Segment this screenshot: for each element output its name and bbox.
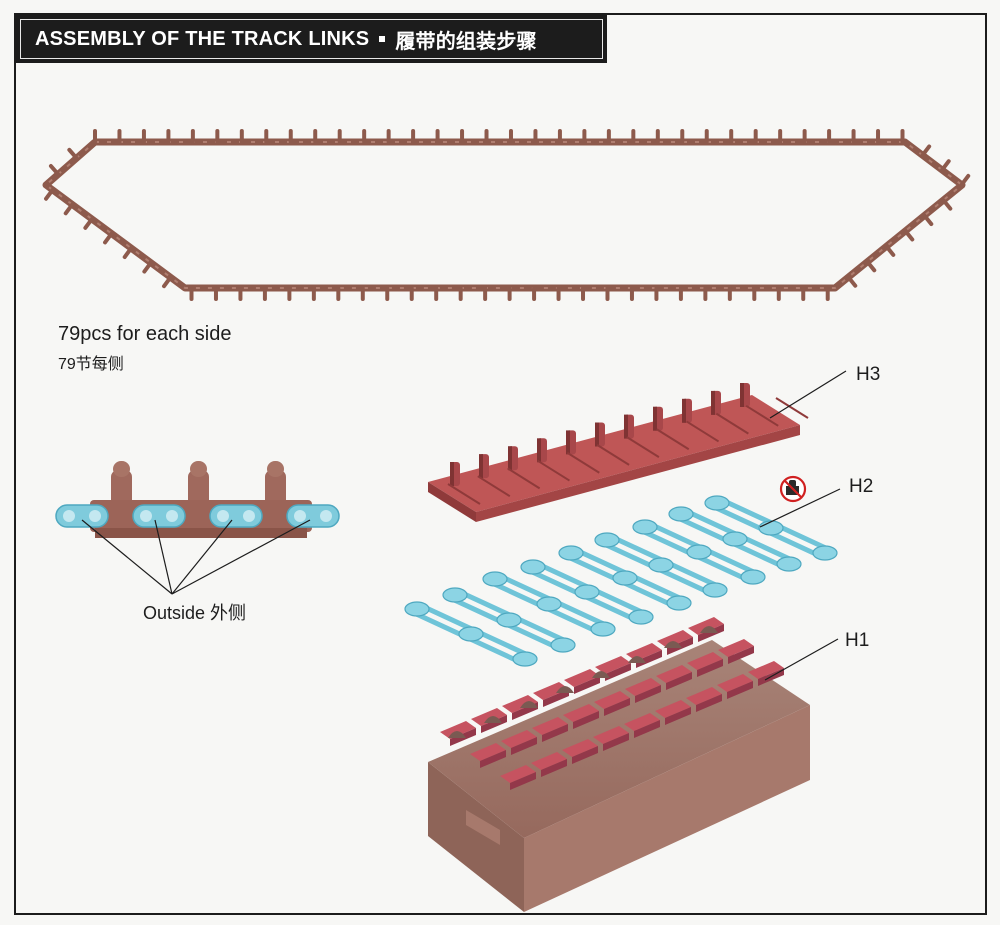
title-bar: ASSEMBLY OF THE TRACK LINKS 履带的组装步骤 bbox=[16, 15, 607, 63]
part-h3-link-strip bbox=[428, 383, 809, 522]
link-side-view bbox=[55, 461, 340, 595]
h1-leader-line bbox=[764, 638, 839, 681]
link-pad-strip bbox=[95, 528, 307, 538]
guide-horn-3 bbox=[265, 461, 286, 508]
no-glue-icon bbox=[779, 475, 807, 503]
track-pin-6 bbox=[594, 532, 728, 598]
part-label-h3: H3 bbox=[856, 364, 881, 385]
part-label-h2: H2 bbox=[849, 476, 874, 497]
page-frame bbox=[14, 13, 987, 915]
h1-guide-slots bbox=[448, 626, 718, 738]
title-box: ASSEMBLY OF THE TRACK LINKS 履带的组装步骤 bbox=[20, 19, 603, 59]
link-pin-2 bbox=[132, 504, 186, 528]
title-english: ASSEMBLY OF THE TRACK LINKS bbox=[35, 27, 370, 50]
title-separator-icon bbox=[379, 36, 386, 42]
track-pin-5 bbox=[558, 545, 692, 611]
track-pin-4 bbox=[520, 559, 654, 625]
h2-leader-line bbox=[759, 488, 841, 528]
link-pin-1 bbox=[55, 504, 109, 528]
track-pin-1 bbox=[404, 601, 538, 667]
title-chinese: 履带的组装步骤 bbox=[395, 30, 537, 53]
track-pin-3 bbox=[482, 571, 616, 637]
link-pin-3 bbox=[209, 504, 263, 528]
track-pin-8 bbox=[668, 506, 802, 572]
h3-leader-line bbox=[769, 370, 847, 419]
track-loop bbox=[42, 129, 971, 301]
h3-pad-grooves bbox=[447, 397, 809, 505]
guide-horn-2 bbox=[188, 461, 209, 508]
track-pin-2 bbox=[442, 587, 576, 653]
outside-label: Outside 外侧 bbox=[143, 603, 247, 623]
part-h2-pins bbox=[404, 495, 838, 667]
h3-guide-horns bbox=[450, 383, 750, 486]
outside-leader-lines bbox=[81, 519, 311, 595]
link-count-chinese: 79节每侧 bbox=[58, 356, 124, 373]
guide-horn-1 bbox=[111, 461, 132, 508]
link-count-english: 79pcs for each side bbox=[58, 323, 232, 345]
link-pin-4 bbox=[286, 504, 340, 528]
part-h1-assembly-jig bbox=[428, 617, 810, 912]
link-body bbox=[90, 500, 312, 532]
part-label-h1: H1 bbox=[845, 630, 870, 651]
track-pin-7 bbox=[632, 519, 766, 585]
